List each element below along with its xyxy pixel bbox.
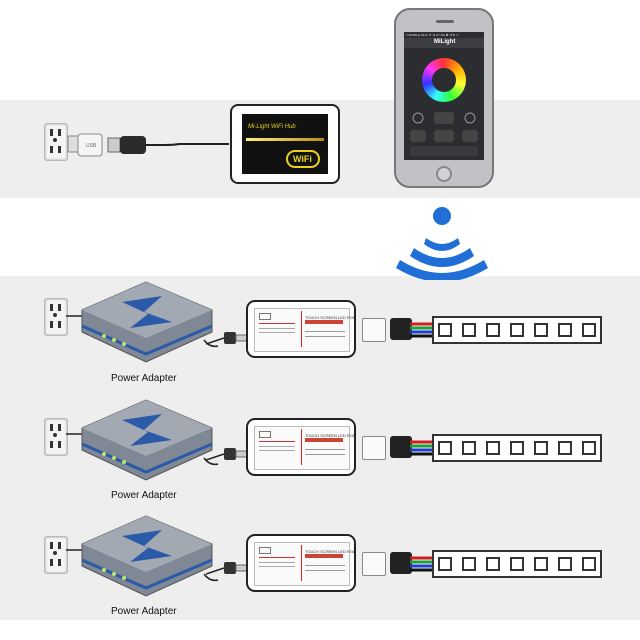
led-chip [582,557,596,571]
led-chip [558,323,572,337]
phone-screen: T-MOBILE Wi-Fi ▼ 11:07 AM ✱ 73% ▭ MiLigh… [404,32,484,160]
app-controls [410,112,478,156]
adapter-cable [206,332,249,345]
led-strip [432,316,602,344]
power-adapter [66,399,219,481]
led-chip [534,323,548,337]
home-button[interactable] [436,166,452,182]
led-chip [558,441,572,455]
led-chip [462,323,476,337]
led-chip [510,441,524,455]
wifi-badge: WiFi [286,150,320,168]
rgb-controller: TOUCH SCREEN LED RGB [246,300,356,358]
wall-outlet [44,298,68,336]
strip-connector [390,318,412,340]
led-chip [438,323,452,337]
led-chip [462,557,476,571]
wall-outlet [44,536,68,574]
hub-label: Mi-Light WiFi Hub [248,124,296,130]
led-chip [438,441,452,455]
wall-outlet [44,123,68,161]
controller-output-port [362,318,386,342]
usb-label: USB [86,143,97,149]
hub-screen: Mi-Light WiFi Hub WiFi [242,114,328,174]
led-strip [432,550,602,578]
status-bar: T-MOBILE Wi-Fi ▼ 11:07 AM ✱ 73% ▭ [406,33,459,37]
led-chip [438,557,452,571]
led-chip [486,557,500,571]
led-strip [432,434,602,462]
led-chip [558,557,572,571]
led-chip [486,323,500,337]
led-chip [534,557,548,571]
led-chip [510,557,524,571]
led-chip [462,441,476,455]
hub-stripe [246,138,324,141]
color-wheel-center [432,68,456,92]
led-chip [582,441,596,455]
strip-connector [390,436,412,458]
app-title: MiLight [434,39,456,45]
controller-output-port [362,552,386,576]
rgb-controller: TOUCH SCREEN LED RGB [246,534,356,592]
strip-wires [410,556,434,572]
smartphone: T-MOBILE Wi-Fi ▼ 11:07 AM ✱ 73% ▭ MiLigh… [394,8,494,188]
wifi-hub: Mi-Light WiFi Hub WiFi [230,104,340,184]
strip-connector [390,552,412,574]
power-adapter [66,281,219,363]
color-wheel[interactable] [422,58,466,102]
wifi-signal-icon [396,207,488,280]
wall-outlet [44,418,68,456]
adapter-label: Power Adapter [111,373,177,384]
app-header: MiLight [404,38,484,48]
controller-title: TOUCH SCREEN LED RGB [305,315,356,320]
adapter-label: Power Adapter [111,490,177,501]
power-adapter [66,515,219,597]
adapter-cable [206,448,249,461]
controller-title: TOUCH SCREEN LED RGB [305,549,356,554]
strip-wires [410,440,434,456]
rgb-controller: TOUCH SCREEN LED RGB [246,418,356,476]
led-chip [510,323,524,337]
led-chip [582,323,596,337]
strip-wires [410,322,434,338]
adapter-label: Power Adapter [111,606,177,617]
led-chip [534,441,548,455]
led-chip [486,441,500,455]
controller-title: TOUCH SCREEN LED RGB [305,433,356,438]
controller-output-port [362,436,386,460]
usb-adapter [67,133,229,157]
speaker [436,20,454,23]
